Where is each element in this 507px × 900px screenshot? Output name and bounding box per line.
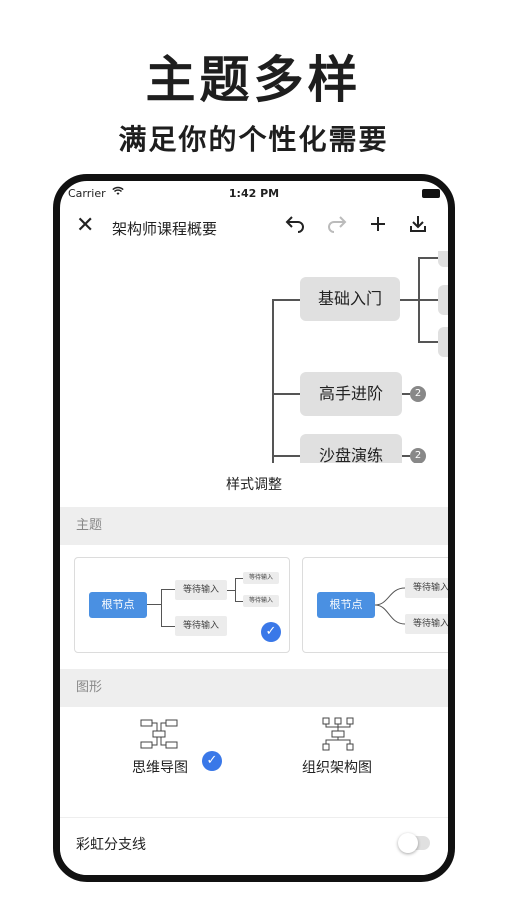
mindmap-canvas[interactable]: 基础入门 高手进阶 2 沙盘演练 2 <box>60 251 448 471</box>
branch-line <box>402 455 410 457</box>
branch-line <box>272 393 300 395</box>
selected-check-icon: ✓ <box>261 622 281 642</box>
mindmap-child-node[interactable] <box>438 327 448 357</box>
undo-icon[interactable] <box>284 214 306 239</box>
app-bar: ✕ 架构师课程概要 <box>60 203 448 251</box>
mindmap-node[interactable]: 高手进阶 <box>300 372 402 416</box>
selected-check-icon: ✓ <box>202 751 222 771</box>
branch-line <box>272 299 274 471</box>
mindmap-shape-icon <box>140 719 178 753</box>
branch-line <box>161 626 175 627</box>
branch-line <box>400 299 418 301</box>
add-icon[interactable] <box>368 214 388 239</box>
battery-icon <box>422 189 440 198</box>
toggle-knob <box>398 833 418 853</box>
status-bar: Carrier 1:42 PM <box>60 181 448 203</box>
branch-line <box>418 299 438 301</box>
branch-line <box>147 604 161 605</box>
shape-label: 思维导图 <box>132 760 188 776</box>
rainbow-branch-toggle[interactable] <box>398 833 430 853</box>
collapse-count-badge[interactable]: 2 <box>410 386 426 402</box>
branch-line <box>272 299 300 301</box>
shape-label: 组织架构图 <box>302 760 372 776</box>
branch-line <box>402 393 410 395</box>
document-title: 架构师课程概要 <box>112 220 218 238</box>
download-icon[interactable] <box>408 214 428 239</box>
theme-card[interactable]: 根节点 等待输入 等待输入 <box>302 557 448 653</box>
rainbow-branch-row: 彩虹分支线 <box>60 817 448 868</box>
theme-root-node: 根节点 <box>89 592 147 618</box>
collapse-count-badge[interactable]: 2 <box>410 448 426 464</box>
wifi-icon <box>112 186 124 199</box>
branch-line <box>235 578 243 579</box>
theme-card[interactable]: 根节点 等待输入 等待输入 等待输入 等待输入 ✓ <box>74 557 290 653</box>
branch-line <box>418 341 438 343</box>
promo-headline: 主题多样 <box>145 51 362 109</box>
branch-line <box>161 589 162 626</box>
mindmap-node[interactable]: 基础入门 <box>300 277 400 321</box>
style-panel: 样式调整 主题 根节点 等待输入 等待输入 等待输入 等待输入 ✓ 根节点 等待… <box>60 463 448 875</box>
theme-child-node: 等待输入 <box>175 616 227 636</box>
section-header-shape: 图形 <box>60 669 448 707</box>
phone-frame: Carrier 1:42 PM ✕ 架构师课程概要 基础入门 <box>53 174 455 882</box>
promo-subline: 满足你的个性化需要 <box>118 123 389 156</box>
section-header-theme: 主题 <box>60 507 448 545</box>
curved-branch-lines <box>375 587 405 625</box>
theme-child-node: 等待输入 <box>405 578 448 598</box>
branch-line <box>235 601 243 602</box>
theme-child-node: 等待输入 <box>405 614 448 634</box>
theme-root-node: 根节点 <box>317 592 375 618</box>
branch-line <box>418 257 438 259</box>
mindmap-child-node[interactable] <box>438 251 448 267</box>
branch-line <box>235 578 236 601</box>
mindmap-child-node[interactable] <box>438 285 448 315</box>
rainbow-branch-label: 彩虹分支线 <box>76 837 146 853</box>
carrier-label: Carrier <box>68 187 106 200</box>
redo-icon[interactable] <box>326 214 348 239</box>
branch-line <box>227 590 235 591</box>
theme-child-node: 等待输入 <box>175 580 227 600</box>
theme-leaf-node: 等待输入 <box>243 595 279 607</box>
theme-leaf-node: 等待输入 <box>243 572 279 584</box>
close-icon[interactable]: ✕ <box>76 213 95 238</box>
status-time: 1:42 PM <box>228 187 280 200</box>
panel-title: 样式调整 <box>226 477 282 493</box>
branch-line <box>161 589 175 590</box>
branch-line <box>272 455 300 457</box>
org-chart-shape-icon <box>322 717 354 755</box>
